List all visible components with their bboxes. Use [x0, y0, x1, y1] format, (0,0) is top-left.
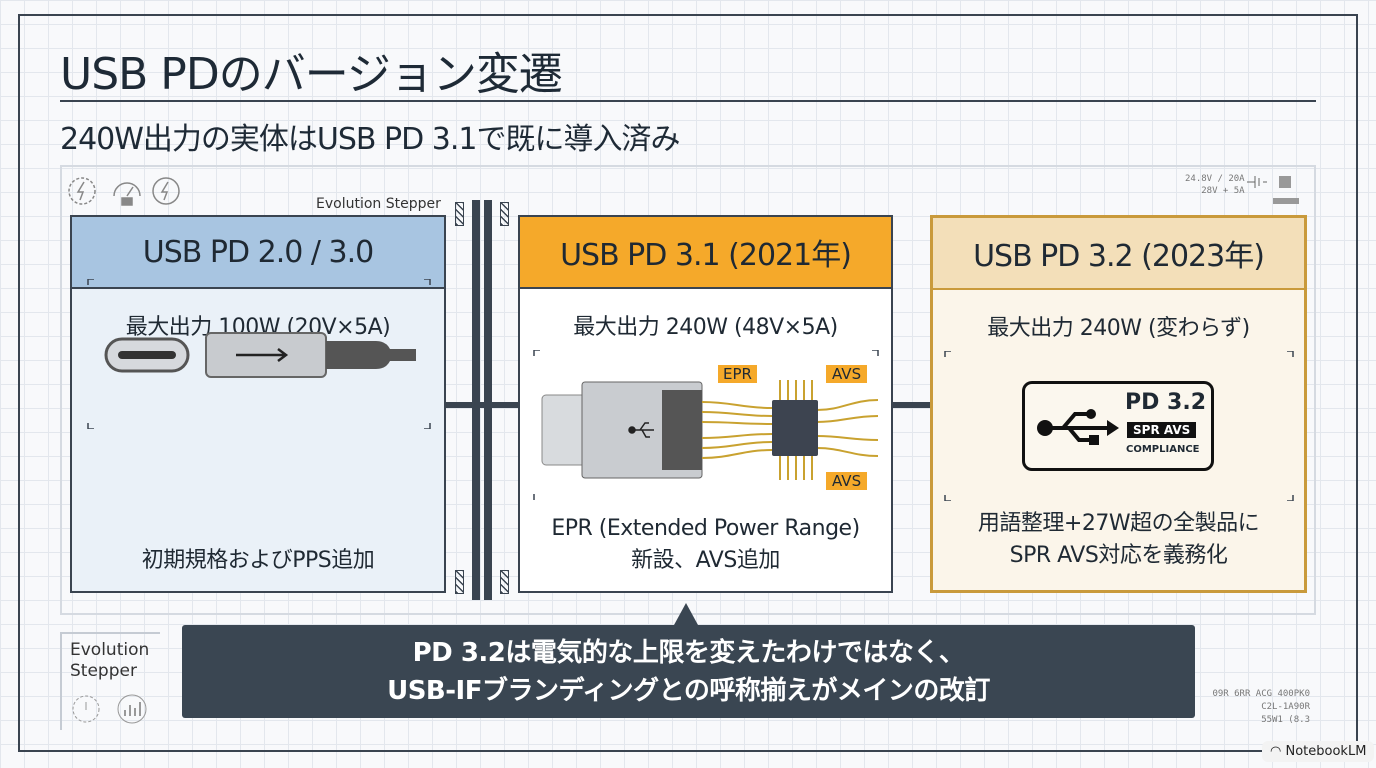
- card-spec: 最大出力 240W (変わらず): [987, 316, 1250, 341]
- slide-frame: [18, 14, 1358, 752]
- hatch-marker: [500, 202, 509, 226]
- hatch-marker: [455, 202, 464, 226]
- callout-box: PD 3.2は電気的な上限を変えたわけではなく、USB-IFブランディングとの呼…: [182, 625, 1195, 718]
- charge-icon: [152, 177, 180, 205]
- usb-icon: [1037, 409, 1119, 445]
- usb-icon: [628, 422, 654, 438]
- slide-title: USB PDのバージョン変遷: [60, 49, 563, 100]
- notebooklm-logo-icon: ◠: [1270, 744, 1286, 759]
- gauge-icon: [113, 182, 141, 206]
- card-note: EPR (Extended Power Range)新設、AVS追加: [551, 516, 860, 573]
- pd32-compliance-badge: PD 3.2 SPR AVS COMPLIANCE: [1022, 381, 1214, 471]
- connector-line: [446, 402, 518, 408]
- card-spec: 最大出力 240W (48V×5A): [573, 315, 838, 340]
- hatch-marker: [500, 570, 509, 594]
- badge-subtitle: COMPLIANCE: [1126, 444, 1200, 455]
- card-header: USB PD 2.0 / 3.0: [72, 217, 444, 289]
- epr-connector-chip-illustration: [533, 350, 879, 500]
- usb-c-cable-illustration: [87, 279, 431, 429]
- card-pd-3-1: USB PD 3.1 (2021年) 最大出力 240W (48V×5A) EP…: [518, 215, 893, 593]
- clock-icon: [72, 695, 100, 723]
- stepper-bar: [484, 200, 492, 600]
- card-pd-2-3: USB PD 2.0 / 3.0 最大出力 100W (20V×5A) 初期規格…: [70, 215, 446, 593]
- notebooklm-watermark: ◠ NotebookLM: [1262, 741, 1375, 762]
- hatch-marker: [455, 570, 464, 594]
- avs-label: AVS: [826, 365, 868, 383]
- card-note: 初期規格およびPPS追加: [141, 548, 375, 573]
- badge-tag: SPR AVS: [1127, 422, 1197, 438]
- connector-line: [893, 402, 930, 408]
- diagram-label: Evolution Stepper: [316, 196, 441, 212]
- card-header: USB PD 3.1 (2021年): [520, 217, 891, 289]
- avs-label: AVS: [826, 472, 868, 490]
- slide-subtitle: 240W出力の実体はUSB PD 3.1で既に導入済み: [60, 122, 680, 157]
- plug-icon: [1247, 176, 1299, 204]
- bolt-icon: [68, 177, 96, 205]
- stat-icons: [72, 694, 147, 724]
- stepper-bar: [472, 200, 480, 600]
- corner-frame: [60, 632, 160, 730]
- card-header: USB PD 3.2 (2023年): [933, 218, 1304, 290]
- callout-pointer: [674, 603, 698, 625]
- power-icons: [68, 177, 180, 206]
- title-divider: [60, 100, 1316, 102]
- bar-chart-icon: [117, 694, 147, 724]
- epr-label: EPR: [718, 365, 757, 383]
- badge-title: PD 3.2: [1125, 390, 1207, 415]
